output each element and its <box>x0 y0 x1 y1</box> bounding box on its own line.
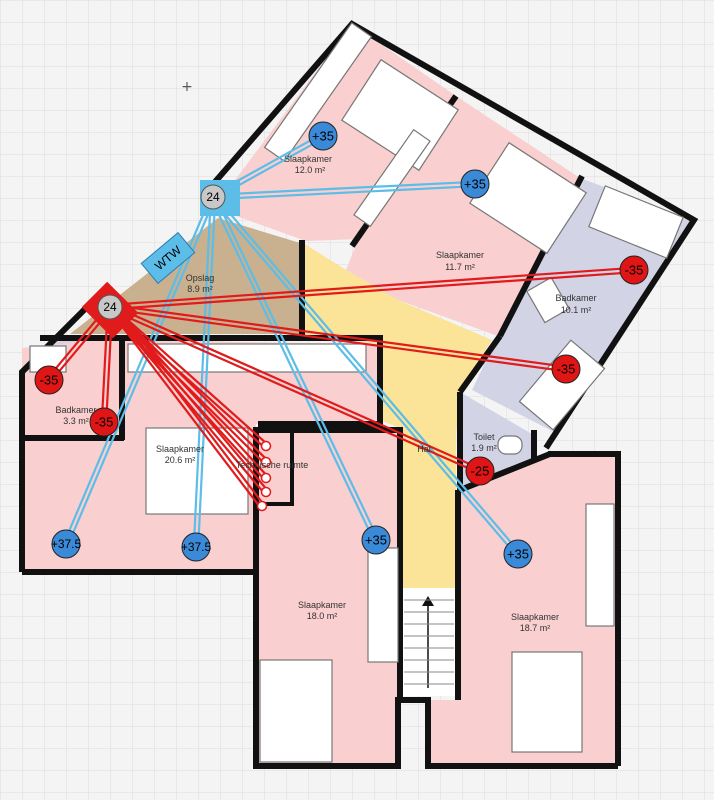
supply-valve-s4[interactable] <box>181 532 211 562</box>
room-name-slaap-midden: Slaapkamer <box>436 250 484 260</box>
sink-badkamer-groot <box>526 276 570 324</box>
bed-slaap-zuid <box>259 659 333 763</box>
room-area-badkamer-klein: 3.3 m² <box>63 416 89 426</box>
supply-node[interactable] <box>200 184 226 210</box>
technische-ruimte-valves <box>256 440 272 512</box>
supply-valve-s3-label: +37.5 <box>51 537 82 551</box>
supply-valve-s4-label: +37.5 <box>181 540 212 554</box>
extract-valve-e4[interactable] <box>89 407 119 437</box>
supply-valve-s2[interactable] <box>460 169 490 199</box>
extract-duct-e5-1 <box>110 303 482 470</box>
extract-duct-tech-5-1 <box>110 304 265 506</box>
wtw-unit-box <box>140 231 196 285</box>
staircase <box>404 599 454 685</box>
extract-duct-e1-1 <box>109 266 634 306</box>
room-name-hal: Hal <box>417 444 431 454</box>
room-area-badkamer-groot: 10.1 m² <box>561 305 592 315</box>
wall-technische-ruimte <box>254 428 294 506</box>
wardrobe-slaap-oost <box>585 503 615 627</box>
room-name-slaap-noord: Slaapkamer <box>284 154 332 164</box>
extract-duct-tech-1-1 <box>110 304 269 446</box>
room-name-technische-ruimte: Technische ruimte <box>236 460 309 470</box>
room-name-slaap-west: Slaapkamer <box>156 444 204 454</box>
supply-valve-s1[interactable] <box>308 121 338 151</box>
supply-valve-s6-label: +35 <box>507 547 529 562</box>
extract-valve-e3-label: -35 <box>40 373 59 388</box>
wall-outer-west <box>19 293 101 572</box>
wall-outer-south <box>22 569 618 769</box>
supply-valve-s3[interactable] <box>51 529 81 559</box>
supply-duct-s2-1 <box>212 180 475 196</box>
extract-duct-e1-2 <box>110 271 635 311</box>
extract-valve-e2-label: -35 <box>557 362 576 377</box>
extract-valve-e5-label: -25 <box>471 464 490 479</box>
extract-duct-e2-1 <box>110 303 567 368</box>
supply-duct-s6-2 <box>210 197 518 557</box>
supply-valve-s1-label: +35 <box>312 129 334 144</box>
extract-valve-e4-label: -35 <box>95 415 114 430</box>
room-name-slaap-zuid: Slaapkamer <box>298 600 346 610</box>
supply-valve-s5-label: +35 <box>365 533 387 548</box>
room-area-toilet: 1.9 m² <box>471 443 497 453</box>
wardrobe-slaap-midden <box>353 128 431 228</box>
room-area-opslag: 8.9 m² <box>187 284 213 294</box>
wall-outer-east <box>548 451 621 766</box>
room-area-slaap-oost: 18.7 m² <box>520 623 551 633</box>
supply-duct-s5-1 <box>213 195 379 540</box>
room-name-opslag: Opslag <box>186 273 215 283</box>
supply-duct-s4-2 <box>192 196 212 547</box>
extract-valve-e1[interactable] <box>619 255 649 285</box>
room-area-slaap-zuid: 18.0 m² <box>307 611 338 621</box>
extract-duct-tech-5-2 <box>107 307 262 509</box>
room-area-slaap-noord: 12.0 m² <box>295 165 326 175</box>
wardrobe-slaap-noord <box>263 22 373 162</box>
bathtub <box>518 339 606 431</box>
extract-valve-e5[interactable] <box>465 456 495 486</box>
room-name-badkamer-groot: Badkamer <box>555 293 596 303</box>
bed-slaap-oost <box>511 651 583 753</box>
extract-duct-tech-2-1 <box>110 304 269 462</box>
supply-valve-s6[interactable] <box>503 539 533 569</box>
wall-inner-3 <box>457 334 503 394</box>
extract-duct-e5-2 <box>108 308 480 475</box>
shower-badkamer-groot <box>588 185 684 259</box>
wall-outer-north <box>205 20 699 450</box>
extract-duct-tech-3-1 <box>110 304 269 478</box>
extract-valve-e2[interactable] <box>551 354 581 384</box>
supply-duct-s2-2 <box>213 185 476 201</box>
room-area-slaap-west: 20.6 m² <box>165 455 196 465</box>
supply-node-label: 24 <box>206 190 220 204</box>
supply-valve-s2-label: +35 <box>464 177 486 192</box>
extract-valve-e3[interactable] <box>34 365 64 395</box>
extract-duct-e2-2 <box>109 308 566 373</box>
crosshair-icon: + <box>181 79 193 95</box>
wardrobe-slaap-zuid <box>367 547 399 663</box>
extract-node[interactable] <box>97 294 123 320</box>
room-name-toilet: Toilet <box>473 432 495 442</box>
toilet-bowl <box>497 435 523 455</box>
extract-duct-tech-4-1 <box>110 304 269 492</box>
extract-duct-tech-4-2 <box>107 307 266 495</box>
supply-duct-s5-2 <box>210 197 376 542</box>
room-area-slaap-midden: 11.7 m² <box>445 262 475 272</box>
extract-valve-e1-label: -35 <box>625 263 644 278</box>
extract-node-label: 24 <box>103 300 117 314</box>
room-name-slaap-oost: Slaapkamer <box>511 612 559 622</box>
room-name-badkamer-klein: Badkamer <box>55 405 96 415</box>
stair-arrow-head <box>422 596 434 606</box>
supply-duct-s6-1 <box>213 194 521 554</box>
supply-duct-s4-1 <box>197 197 217 548</box>
bed-slaap-midden <box>468 141 588 255</box>
supply-valve-s5[interactable] <box>361 525 391 555</box>
